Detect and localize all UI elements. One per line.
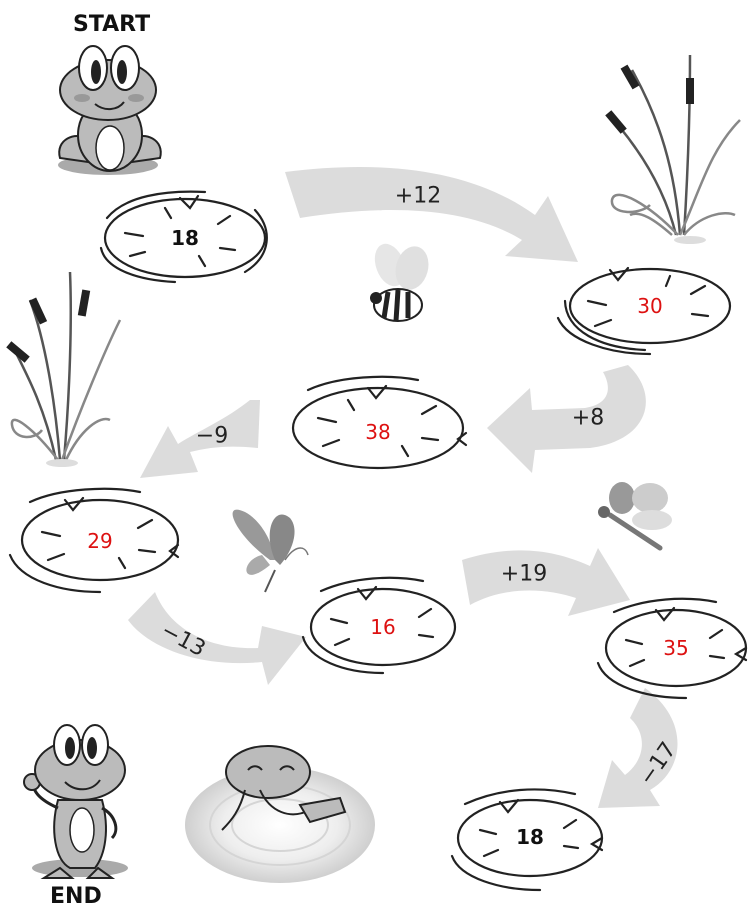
arrow-minus-13	[128, 592, 306, 685]
butterfly-icon	[233, 510, 308, 592]
arrow-plus-8	[487, 365, 646, 473]
operation-3: −9	[196, 424, 228, 449]
operation-5: +19	[501, 562, 547, 587]
operation-1: +12	[395, 184, 441, 209]
cattail-heads-right	[605, 65, 694, 134]
start-label: START	[73, 12, 150, 37]
pad-value-7: 18	[490, 825, 570, 849]
frog-start-icon	[58, 46, 161, 175]
frog-end-icon	[24, 725, 128, 878]
frog-swimming-icon	[185, 746, 375, 883]
pad-value-2: 30	[610, 294, 690, 318]
cattail-heads-left	[6, 290, 90, 363]
pad-value-1: 18	[145, 226, 225, 250]
end-label: END	[50, 884, 102, 909]
dragonfly-icon	[598, 482, 672, 548]
arrow-plus-12	[285, 167, 578, 262]
bee-icon	[369, 240, 433, 321]
pad-value-4: 29	[60, 529, 140, 553]
cattail-icon	[12, 272, 120, 467]
pad-value-6: 35	[636, 636, 716, 660]
operation-2: +8	[572, 406, 604, 431]
pad-value-3: 38	[338, 420, 418, 444]
pad-value-5: 16	[343, 615, 423, 639]
